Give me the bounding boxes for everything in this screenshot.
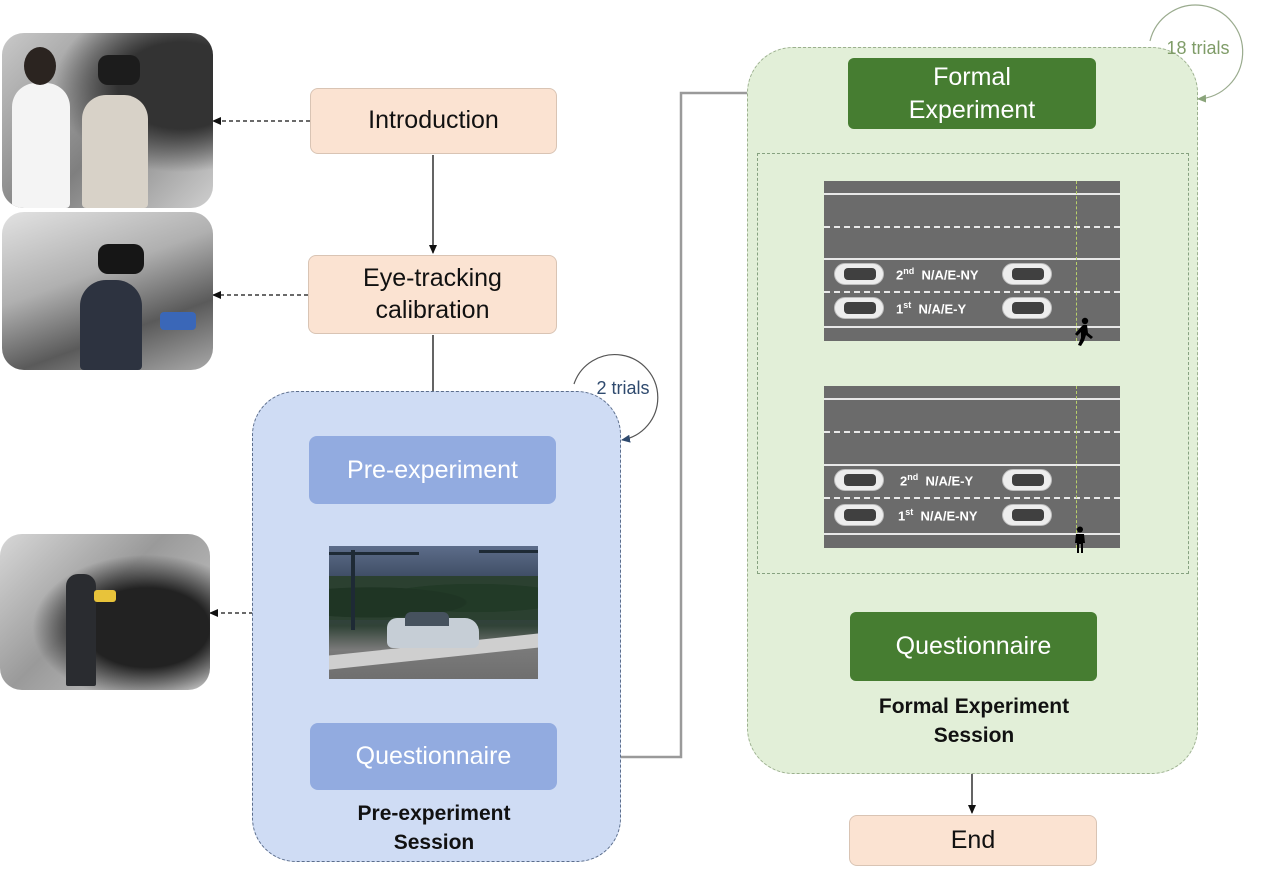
formal-experiment-label: Formal Experiment xyxy=(908,63,1036,124)
ordinal-suffix: st xyxy=(903,300,912,310)
vehicle-icon xyxy=(1002,297,1052,319)
vehicle-icon xyxy=(1002,469,1052,491)
condition: N/A/E-NY xyxy=(920,508,978,524)
person-figure-vr-user xyxy=(82,95,148,208)
lane-line xyxy=(824,193,1120,195)
ordinal: 1 xyxy=(898,508,906,524)
lane-1-vehicle-label: 1st N/A/E-NY xyxy=(898,507,978,524)
condition: N/A/E-NY xyxy=(921,267,979,283)
formal-questionnaire-step: Questionnaire xyxy=(850,612,1097,681)
lane-line xyxy=(824,497,1120,499)
condition: N/A/E-Y xyxy=(918,301,967,317)
lane-1-vehicle-label: 1st N/A/E-Y xyxy=(896,300,967,317)
traffic-signal-arm-right xyxy=(479,550,538,553)
ordinal-suffix: nd xyxy=(903,266,915,276)
ordinal-suffix: nd xyxy=(907,472,919,482)
vehicle-icon xyxy=(834,469,884,491)
calibration-step: Eye-tracking calibration xyxy=(308,255,557,334)
vehicle-icon xyxy=(834,263,884,285)
lane-line xyxy=(824,431,1120,433)
pre-session-caption: Pre-experiment Session xyxy=(357,802,511,855)
formal-experiment-step: Formal Experiment xyxy=(848,58,1096,129)
ordinal: 2 xyxy=(896,267,904,283)
person-figure-calibration xyxy=(80,280,142,370)
crosswalk-line xyxy=(1076,181,1077,341)
introduction-label: Introduction xyxy=(368,106,499,135)
traffic-signal-arm xyxy=(329,552,419,555)
pre-experiment-photo xyxy=(0,534,210,690)
lane-line xyxy=(824,258,1120,260)
scenario-a-road: 2nd N/A/E-NY 1st N/A/E-Y xyxy=(824,181,1120,346)
scenario-group-frame xyxy=(757,153,1189,574)
formal-questionnaire-label: Questionnaire xyxy=(895,632,1052,661)
crosswalk-line xyxy=(1076,386,1077,548)
formal-trials-loop-arrow xyxy=(1149,4,1244,103)
introduction-photo xyxy=(2,33,213,208)
lane-2-vehicle-label: 2nd N/A/E-NY xyxy=(896,266,979,283)
ordinal-suffix: st xyxy=(905,507,914,517)
end-step: End xyxy=(849,815,1097,866)
formal-trials-label: 18 trials xyxy=(1166,38,1230,58)
lane-line xyxy=(824,398,1120,400)
condition: N/A/E-Y xyxy=(925,473,974,489)
vr-controller-icon xyxy=(160,312,196,330)
vr-scene-image xyxy=(329,546,538,679)
pre-questionnaire-step: Questionnaire xyxy=(310,723,557,790)
vehicle-icon xyxy=(834,297,884,319)
lane-line xyxy=(824,326,1120,328)
vehicle-window xyxy=(405,612,449,626)
calibration-photo xyxy=(2,212,213,370)
introduction-step: Introduction xyxy=(310,88,557,154)
person-figure-white-shirt xyxy=(12,83,70,208)
person-figure-standing xyxy=(66,574,96,686)
ordinal: 1 xyxy=(896,301,904,317)
lane-2-vehicle-label: 2nd N/A/E-Y xyxy=(900,472,974,489)
vehicle-icon xyxy=(1002,504,1052,526)
vr-headset-icon xyxy=(98,55,140,85)
vehicle-icon xyxy=(834,504,884,526)
ordinal: 2 xyxy=(900,473,908,489)
lane-line xyxy=(824,533,1120,535)
end-label: End xyxy=(950,825,996,854)
pre-experiment-step: Pre-experiment xyxy=(309,436,556,504)
lane-line xyxy=(824,226,1120,228)
street-light-pole xyxy=(351,550,355,630)
vr-headset-icon xyxy=(98,244,144,274)
lane-line xyxy=(824,291,1120,293)
vr-controller-icon xyxy=(94,590,116,602)
person-head xyxy=(24,47,56,85)
scenario-b-road: 2nd N/A/E-Y 1st N/A/E-NY xyxy=(824,386,1120,553)
calibration-label: Eye-tracking calibration xyxy=(363,264,502,324)
formal-session-caption: Formal Experiment Session xyxy=(878,695,1070,748)
pre-trials-loop-arrow xyxy=(573,354,659,443)
walking-pedestrian-icon xyxy=(1075,317,1093,346)
pre-trials-label: 2 trials xyxy=(596,378,650,398)
lane-line xyxy=(824,464,1120,466)
standing-pedestrian-icon xyxy=(1075,526,1085,553)
pre-questionnaire-label: Questionnaire xyxy=(355,742,512,770)
vehicle-icon xyxy=(1002,263,1052,285)
pre-experiment-label: Pre-experiment xyxy=(347,455,518,484)
